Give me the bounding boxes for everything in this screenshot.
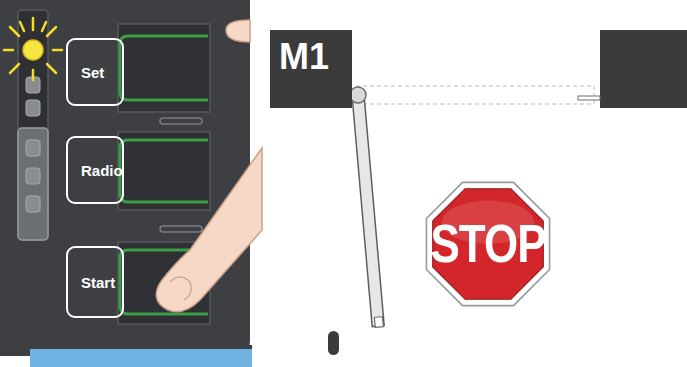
node-label: Set <box>81 64 104 81</box>
node-label: STOP <box>430 214 545 274</box>
rest-pin <box>578 96 600 100</box>
finger <box>156 148 262 312</box>
display-strip <box>30 345 252 367</box>
finger-top <box>226 20 250 42</box>
gate-arm-ghost <box>356 86 594 104</box>
led-group <box>18 128 48 240</box>
set-button: Set <box>66 38 124 106</box>
radio-button: Radio <box>66 136 124 204</box>
led-rays <box>4 18 62 80</box>
control-panel <box>0 0 250 356</box>
node-label: Radio <box>81 162 123 179</box>
node-label: M1 <box>279 36 329 78</box>
slot <box>160 118 202 232</box>
node-label: Start <box>81 274 115 291</box>
start-button: Start <box>66 246 124 318</box>
motor-box: M1 <box>270 30 352 108</box>
display-edge <box>30 345 252 349</box>
gate-arm <box>352 94 384 327</box>
pivot <box>350 87 366 103</box>
led-grey <box>26 77 40 212</box>
fingernail <box>170 277 191 300</box>
led-column <box>18 10 48 240</box>
receiver-post <box>600 30 687 108</box>
led-lit <box>23 40 43 60</box>
stop-sign: STOP <box>420 176 556 312</box>
ground-stop <box>328 331 339 355</box>
